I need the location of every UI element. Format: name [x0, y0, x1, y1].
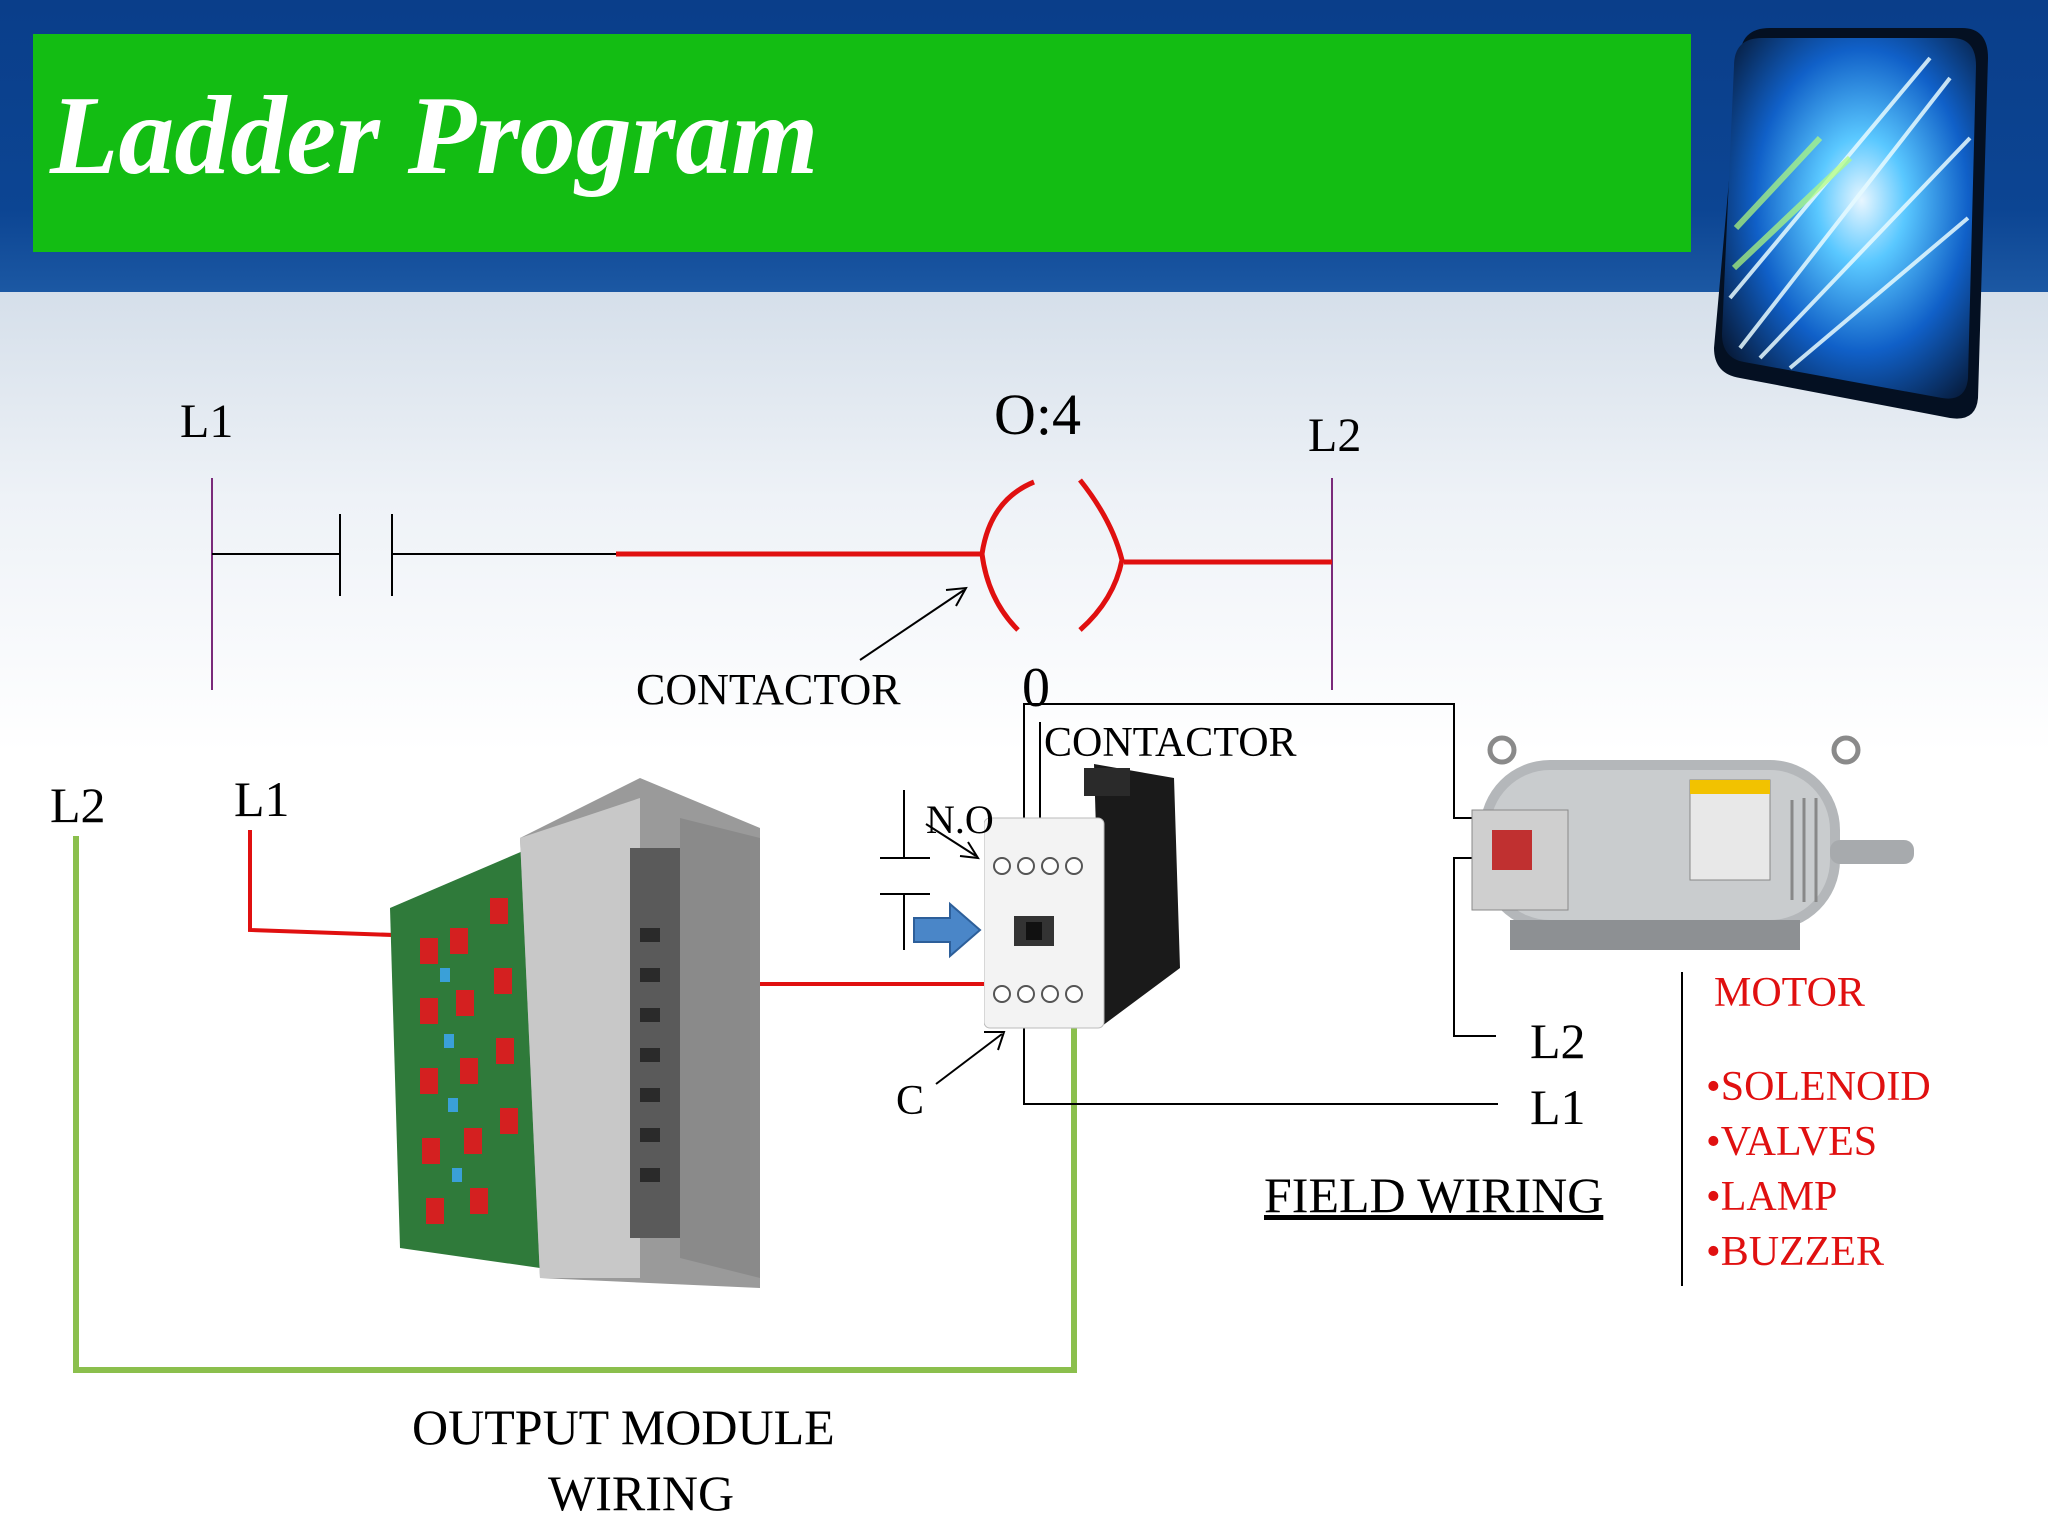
module-l2-label: L2 — [50, 777, 106, 833]
module-wiring-caption-line1: OUTPUT MODULE — [412, 1399, 835, 1455]
common-label: C — [896, 1078, 925, 1124]
title-bar — [33, 34, 1691, 252]
ladder-rung — [212, 514, 620, 596]
coil-caption: CONTACTOR — [636, 665, 901, 714]
load-item: •BUZZER — [1706, 1229, 1885, 1275]
background-gradient — [0, 292, 2048, 752]
module-wiring-caption-line2: WIRING — [548, 1465, 735, 1521]
motor-label: MOTOR — [1714, 970, 1865, 1016]
field-l1-label: L1 — [1530, 1079, 1586, 1135]
green-wire-l2 — [73, 836, 1077, 1373]
normally-open-label: N.O — [926, 797, 994, 842]
load-item: •SOLENOID — [1706, 1064, 1931, 1110]
motor-image — [1470, 720, 1920, 975]
ladder-l1-label: L1 — [180, 395, 234, 448]
load-list: •SOLENOID •VALVES •LAMP •BUZZER — [1706, 1060, 1931, 1280]
field-l2-label: L2 — [1530, 1013, 1586, 1069]
contactor-image — [983, 758, 1194, 1043]
actuation-arrow-icon — [913, 901, 982, 959]
coil-pointer-arrow — [859, 586, 968, 661]
output-module-image — [360, 778, 780, 1313]
field-wiring-caption: FIELD WIRING — [1264, 1167, 1604, 1223]
load-item: •LAMP — [1706, 1174, 1838, 1220]
contactor-title: CONTACTOR — [1044, 720, 1297, 766]
module-l1-label: L1 — [234, 771, 290, 827]
light-streak-logo — [1700, 18, 1992, 426]
slide-title: Ladder Program — [50, 74, 819, 198]
ladder-l2-label: L2 — [1308, 409, 1362, 462]
ladder-output-bit: 0 — [1022, 657, 1050, 719]
load-item: •VALVES — [1706, 1119, 1878, 1165]
contact-symbol — [880, 790, 1006, 1085]
ladder-output-coil — [616, 478, 1332, 632]
ladder-output-address: O:4 — [994, 382, 1081, 447]
